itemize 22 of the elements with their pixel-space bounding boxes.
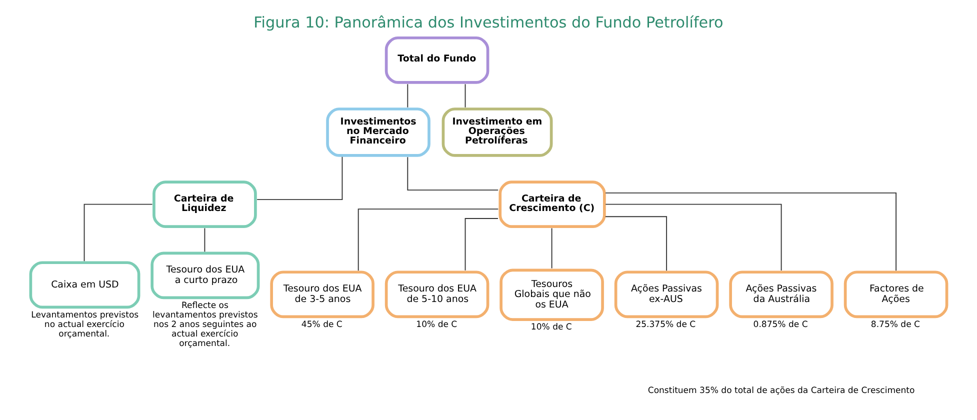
connector [464, 84, 466, 108]
connector [605, 192, 897, 272]
node-label: 45% de C [301, 320, 342, 330]
node-label: 10% de C [416, 320, 458, 330]
label: Constituem 35% do total de ações da Carteira de Crescimento [648, 386, 915, 396]
node-label: Levantamentos previstos no actual exercício orçamental. [31, 310, 139, 340]
node-label: 25.375% de C [636, 320, 696, 330]
node-label: 10% de C [530, 322, 572, 333]
connector [407, 156, 499, 191]
node-label: 0.875% de C [753, 320, 808, 330]
connector [551, 228, 552, 269]
connector [84, 204, 153, 262]
connector [256, 156, 343, 200]
diagram-title: Figura 10: Panorâmica dos Investimentos do Fundo Petrolífero [254, 14, 724, 32]
connector [605, 216, 668, 272]
node-label: Reflecte os levantamentos previstos nos 2 anos seguintes ao actual exercício orçamental. [152, 300, 258, 349]
connector [464, 218, 498, 271]
connector [204, 228, 206, 252]
connector [605, 204, 782, 271]
connector [407, 84, 408, 108]
node-label: 8.75% de C [870, 320, 920, 330]
connector [358, 208, 499, 272]
